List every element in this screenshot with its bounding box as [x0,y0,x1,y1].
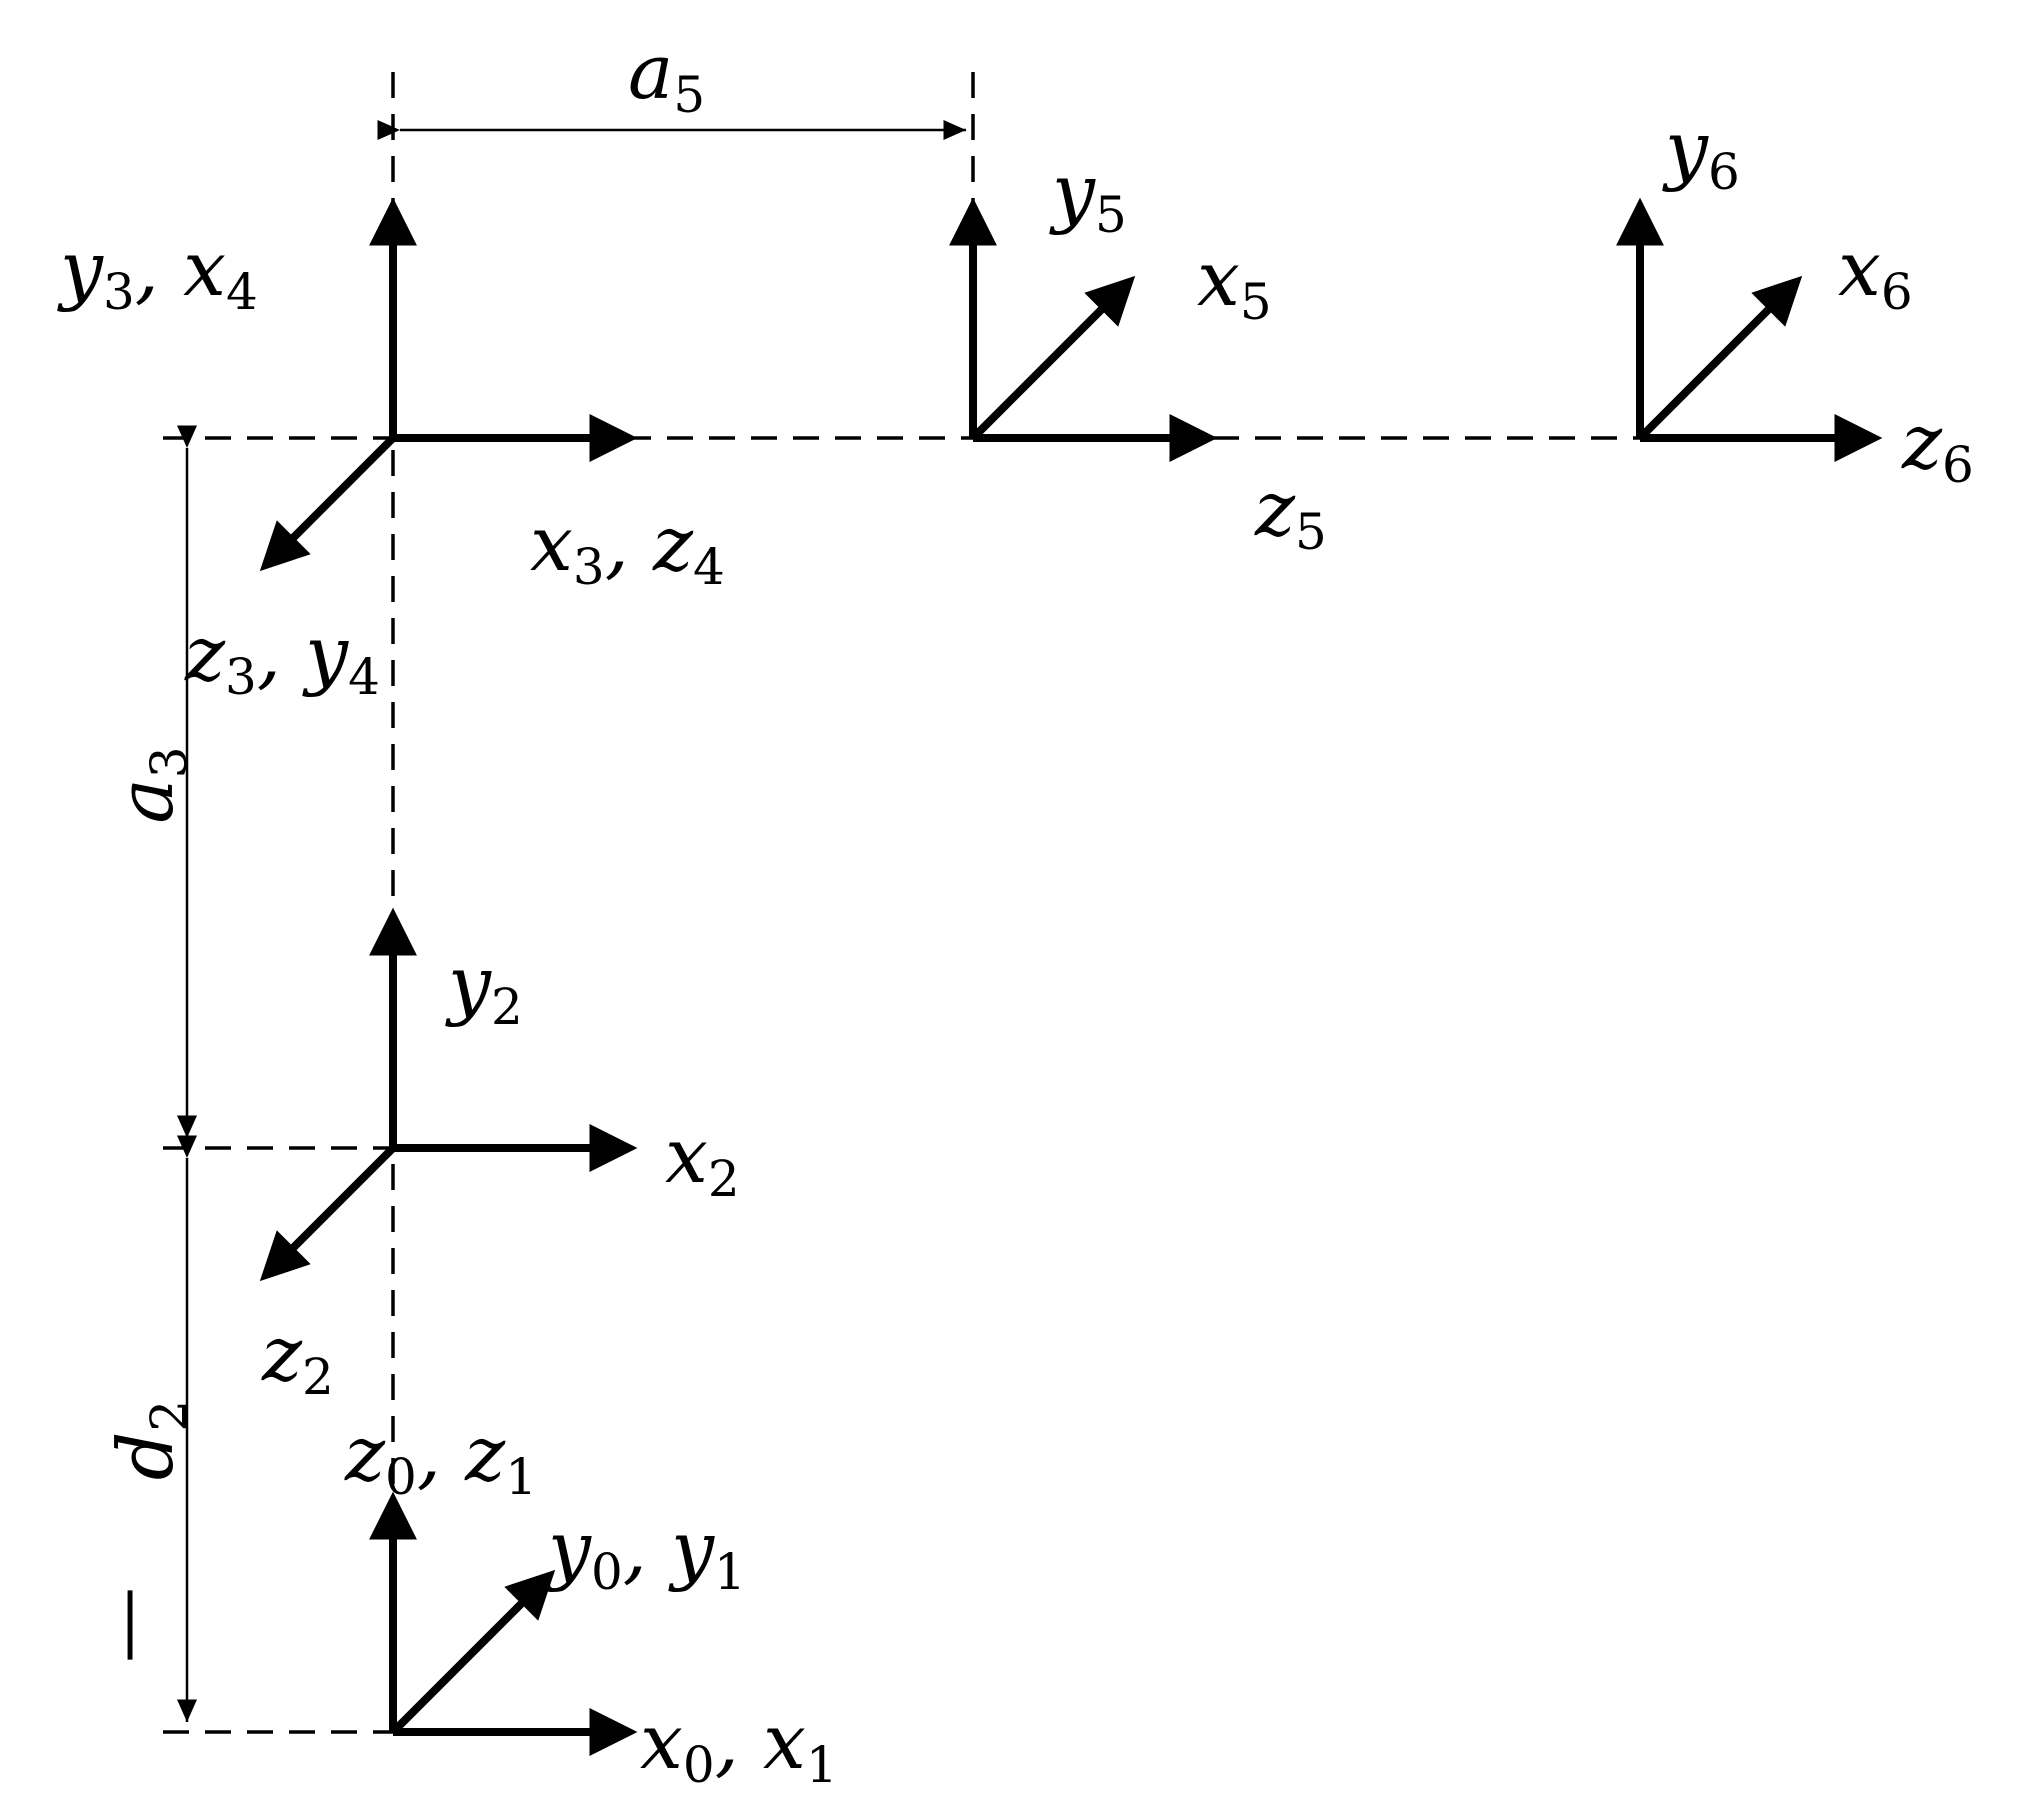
frame-0-1-axes [369,1491,638,1756]
axis-diagonal-arrow [259,435,396,572]
frame-5-axes [949,197,1218,462]
label-y0-y1: y0, y1 [545,1504,746,1601]
label-y6: y6 [1662,104,1740,201]
label-x3-z4: x3, z4 [530,499,725,596]
label-x2: x2 [665,1111,740,1208]
axis-diagonal-arrow [970,275,1136,441]
frame-2-axes [259,907,638,1282]
axis-diagonal-arrow [390,1569,556,1735]
dimension-lines [177,120,966,1722]
label-z2: z2 [261,1309,334,1406]
label-z3-y4: z3, y4 [184,609,380,706]
frame-3-4-axes [259,197,638,572]
label-x0-x1: x0, x1 [640,1697,838,1794]
label-y5: y5 [1049,147,1127,244]
axis-diagonal-arrow [1637,275,1803,441]
label-a5: a5 [628,27,705,124]
label-y2: y2 [445,939,523,1036]
label-x6: x6 [1838,224,1913,321]
label-z6: z6 [1901,397,1974,494]
label-a3: a3 [101,746,198,823]
label-z0-z1: z0, z1 [344,1409,537,1506]
label-z5: z5 [1254,464,1327,561]
label-y3-x4: y3, x4 [57,224,258,321]
label-x5: x5 [1197,234,1272,331]
label-dash-mark: — [79,1587,168,1663]
label-d2: d2 [101,1400,198,1480]
axis-diagonal-arrow [259,1145,396,1282]
frame-6-axes [1616,197,1883,462]
